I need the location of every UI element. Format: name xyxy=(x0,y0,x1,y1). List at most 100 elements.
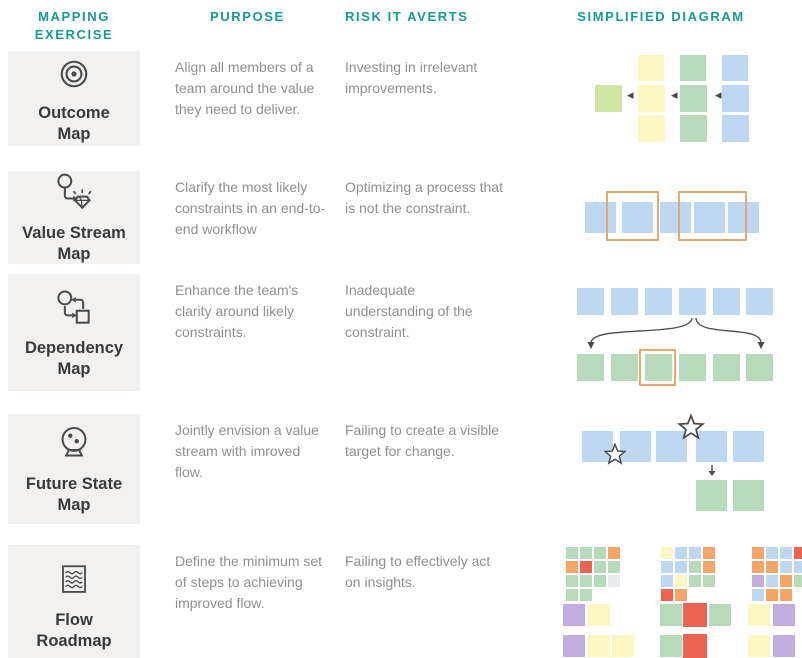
star-marker xyxy=(677,413,705,440)
diagram-square xyxy=(773,604,795,627)
diagram-dependency-map xyxy=(520,274,802,391)
risk-text: Optimizing a process that is not the con… xyxy=(345,179,503,217)
diagram-square xyxy=(594,561,606,574)
exercise-label: Outcome Map xyxy=(38,103,110,143)
diagram-square xyxy=(594,547,606,560)
diagram-square xyxy=(656,431,687,463)
purpose-text: Align all members of a team around the v… xyxy=(175,59,315,118)
diagram-square xyxy=(696,431,727,463)
header-purpose: PURPOSE xyxy=(210,9,285,24)
purpose-text: Jointly envision a value stream with imr… xyxy=(175,422,319,481)
diagram-square xyxy=(594,575,606,588)
diagram-square xyxy=(645,354,672,382)
header-mapping-exercise: MAPPING EXERCISE xyxy=(34,9,114,42)
diagram-square xyxy=(608,561,620,574)
diagram-square xyxy=(645,288,672,316)
diagram-square xyxy=(722,115,749,143)
diagram-square xyxy=(696,480,727,512)
diagram-square xyxy=(703,561,715,574)
diagram-highlight-box xyxy=(606,191,659,242)
diagram-square xyxy=(766,575,778,588)
diagram-square xyxy=(722,85,749,113)
diagram-square xyxy=(752,589,764,602)
exercise-cell-outcome-map: Outcome Map xyxy=(8,51,140,147)
diagram-canvas xyxy=(582,413,778,512)
diagram-square xyxy=(773,635,795,658)
diagram-square xyxy=(660,202,691,234)
purpose-text: Clarify the most likely constraints in a… xyxy=(175,179,326,238)
diagram-square xyxy=(733,431,764,463)
workflow-gem-icon xyxy=(52,171,96,215)
diagram-square xyxy=(566,547,578,560)
diagram-square xyxy=(728,202,759,234)
diagram-square xyxy=(566,575,578,588)
diagram-square xyxy=(722,55,748,82)
table-row: Outcome Map Align all members of a team … xyxy=(0,51,802,147)
diagram-square xyxy=(733,480,764,512)
diagram-square xyxy=(580,575,592,588)
diagram-square xyxy=(713,288,740,316)
diagram-square xyxy=(638,85,665,113)
diagram-square xyxy=(746,354,773,382)
header-risk-it-averts: RISK IT AVERTS xyxy=(345,9,469,24)
diagram-square xyxy=(679,354,706,382)
diagram-square xyxy=(577,288,604,316)
diagram-square xyxy=(679,288,706,316)
diagram-square xyxy=(563,604,585,627)
diagram-outcome-map: ◂◂◂ xyxy=(520,51,802,146)
diagram-square xyxy=(703,575,715,588)
diagram-square xyxy=(713,354,740,382)
diagram-square xyxy=(675,589,687,602)
diagram-square xyxy=(780,547,792,560)
diagram-future-state-map xyxy=(520,413,802,524)
star-marker xyxy=(603,442,627,465)
exercise-cell-value-stream-map: Value Stream Map xyxy=(8,171,140,265)
exercise-label: Future State Map xyxy=(25,475,123,515)
purpose-text: Enhance the team's clarity around likely… xyxy=(175,282,299,341)
diagram-canvas xyxy=(563,547,802,658)
table-row: Dependency Map Enhance the team's clarit… xyxy=(0,274,802,392)
exercise-label: Flow Roadmap xyxy=(36,610,112,650)
diagram-square xyxy=(680,55,706,82)
circle-square-link-icon xyxy=(52,286,96,330)
diagram-arrow-glyph: ◂ xyxy=(715,87,722,103)
diagram-square xyxy=(752,575,764,588)
diagram-canvas: ◂◂◂ xyxy=(595,55,749,143)
diagram-square xyxy=(661,561,673,574)
diagram-square xyxy=(660,635,682,658)
exercise-label: Dependency Map xyxy=(24,338,124,378)
exercise-cell-dependency-map: Dependency Map xyxy=(8,274,140,392)
diagram-square xyxy=(703,547,715,560)
table-header-row: MAPPING EXERCISE PURPOSE RISK IT AVERTS … xyxy=(0,8,802,43)
diagram-square xyxy=(612,635,634,658)
diagram-square xyxy=(566,589,578,602)
diagram-square xyxy=(689,575,701,588)
diagram-square xyxy=(580,589,592,602)
diagram-square xyxy=(680,85,707,113)
exercise-cell-flow-roadmap: Flow Roadmap xyxy=(8,545,140,658)
risk-text: Inadequate understanding of the constrai… xyxy=(345,282,473,341)
exercise-label: Value Stream Map xyxy=(22,224,126,263)
diagram-square xyxy=(680,115,707,143)
diagram-canvas xyxy=(585,191,761,246)
diagram-square xyxy=(608,547,620,560)
diagram-square xyxy=(766,589,778,602)
diagram-square xyxy=(675,547,687,560)
bullseye-icon xyxy=(53,53,95,95)
risk-text: Failing to create a visible target for c… xyxy=(345,422,500,460)
diagram-square xyxy=(595,85,622,113)
diagram-square xyxy=(766,547,778,560)
diagram-square xyxy=(683,634,707,658)
diagram-flow-roadmap xyxy=(520,545,802,658)
diagram-square xyxy=(563,635,585,658)
diagram-square xyxy=(794,547,802,560)
risk-text: Failing to effectively act on insights. xyxy=(345,553,491,591)
diagram-square xyxy=(622,202,653,234)
split-arrows xyxy=(587,317,765,350)
diagram-square xyxy=(709,604,731,627)
crystal-ball-icon xyxy=(52,422,96,466)
diagram-square xyxy=(585,202,616,234)
diagram-square xyxy=(780,575,792,588)
diagram-square xyxy=(752,561,764,574)
table-row: Flow Roadmap Define the minimum set of s… xyxy=(0,545,802,658)
